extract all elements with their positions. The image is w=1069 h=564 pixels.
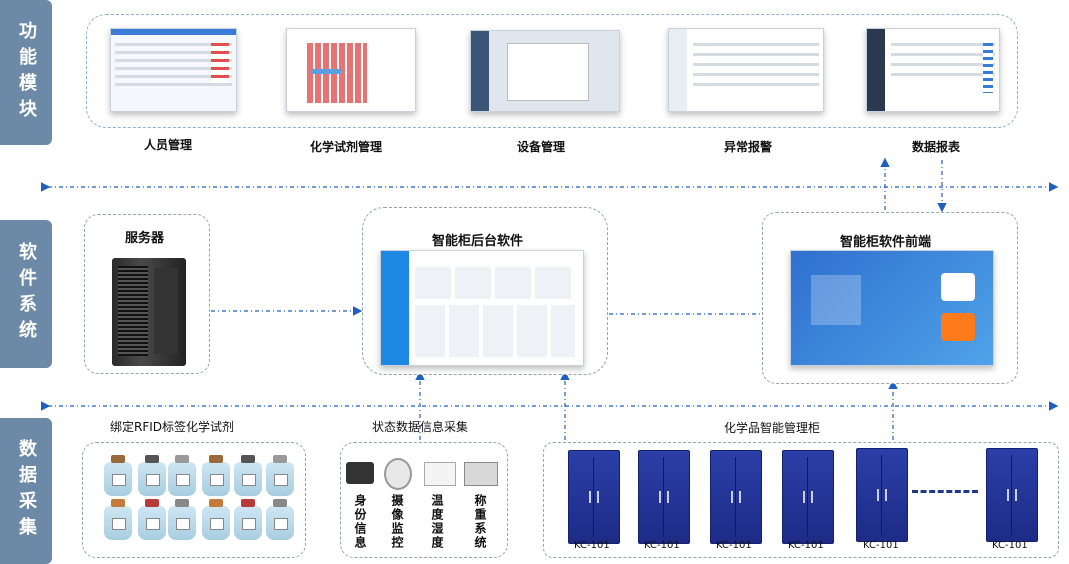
cabinets-label: 化学品智能管理柜 [724, 421, 821, 435]
cabinet-label-1: KC-101 [574, 540, 610, 551]
cabinet-label-4: KC-101 [788, 540, 824, 551]
section-data: 数据采集 [0, 418, 52, 564]
ellipsis-dashes [912, 490, 978, 493]
module-label-equipment: 设备管理 [517, 140, 566, 154]
module-label-personnel: 人员管理 [144, 138, 193, 152]
server-label: 服务器 [125, 231, 165, 246]
section-software: 软件系统 [0, 220, 52, 368]
rfid-label: 绑定RFID标签化学试剂 [110, 420, 235, 434]
module-screen-equipment[interactable] [470, 30, 620, 112]
cabinet-1[interactable] [568, 450, 620, 544]
module-screen-personnel[interactable] [110, 28, 237, 112]
device-camera: 摄像监控 [390, 494, 404, 550]
status-box [340, 442, 508, 558]
server-image [112, 258, 186, 366]
camera-icon [384, 458, 412, 490]
cabinet-label-2: KC-101 [644, 540, 680, 551]
cabinet-6[interactable] [986, 448, 1038, 542]
backend-screen[interactable] [380, 250, 584, 366]
module-screen-chemical[interactable] [286, 28, 416, 112]
scale-icon [464, 462, 498, 486]
status-label: 状态数据信息采集 [372, 420, 469, 434]
id-reader-icon [346, 462, 374, 484]
device-scale: 称重系统 [473, 494, 487, 550]
cabinet-2[interactable] [638, 450, 690, 544]
cabinet-label-6: KC-101 [992, 540, 1028, 551]
section-function: 功能模块 [0, 0, 52, 145]
device-id: 身份信息 [353, 494, 367, 550]
cabinet-4[interactable] [782, 450, 834, 544]
module-screen-alarm[interactable] [668, 28, 824, 112]
frontend-label: 智能柜软件前端 [840, 235, 932, 250]
cabinet-5[interactable] [856, 448, 908, 542]
cabinet-label-3: KC-101 [716, 540, 752, 551]
backend-label: 智能柜后台软件 [432, 234, 524, 249]
module-screen-report[interactable] [866, 28, 1000, 112]
cabinet-3[interactable] [710, 450, 762, 544]
cabinet-label-5: KC-101 [863, 540, 899, 551]
module-label-alarm: 异常报警 [724, 140, 773, 154]
thermometer-icon [424, 462, 456, 486]
module-label-report: 数据报表 [912, 140, 961, 154]
module-label-chemical: 化学试剂管理 [310, 140, 383, 154]
frontend-screen[interactable] [790, 250, 994, 366]
device-temp: 温度湿度 [430, 494, 444, 550]
